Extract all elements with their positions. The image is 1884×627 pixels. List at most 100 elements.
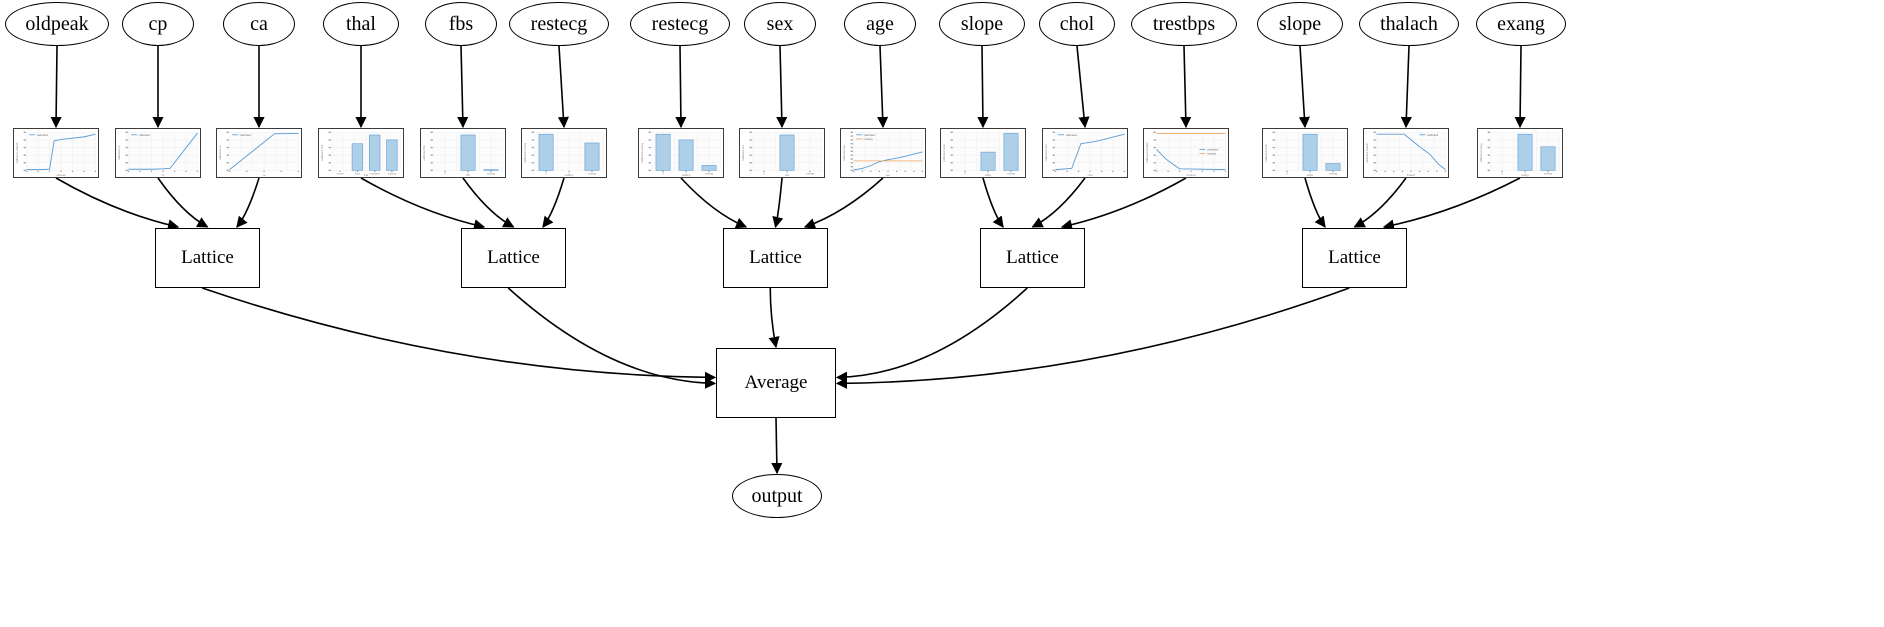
- svg-text:missing: missing: [1329, 174, 1338, 176]
- feature-node-cp-1[interactable]: cp: [122, 2, 194, 46]
- svg-text:slope: slope: [985, 173, 992, 177]
- feature-node-slope-12[interactable]: slope: [1257, 2, 1343, 46]
- feature-node-fbs-4[interactable]: fbs: [425, 2, 497, 46]
- svg-text:ca: ca: [263, 174, 266, 177]
- svg-text:fixed: fixed: [355, 174, 361, 176]
- svg-text:calibrated: calibrated: [1427, 133, 1439, 137]
- feature-node-thalach-13[interactable]: thalach: [1359, 2, 1459, 46]
- svg-text:0: 0: [1501, 174, 1503, 176]
- svg-text:thal: thal: [364, 173, 369, 177]
- svg-text:missing: missing: [1544, 174, 1553, 176]
- feature-node-oldpeak-0[interactable]: oldpeak: [5, 2, 109, 46]
- svg-text:calibrated ca: calibrated ca: [218, 145, 222, 160]
- svg-text:calibrated sex: calibrated sex: [741, 144, 745, 160]
- svg-text:0: 0: [763, 174, 765, 176]
- svg-text:calibrated: calibrated: [37, 133, 49, 137]
- node-label: ca: [250, 12, 268, 35]
- svg-text:1: 1: [568, 174, 570, 176]
- svg-text:1: 1: [987, 174, 989, 176]
- node-label: sex: [766, 12, 794, 35]
- svg-text:0: 0: [444, 174, 446, 176]
- feature-node-sex-7[interactable]: sex: [744, 2, 816, 46]
- node-label: output: [751, 484, 803, 507]
- feature-node-age-8[interactable]: age: [844, 2, 916, 46]
- svg-text:calibrated slope: calibrated slope: [942, 143, 946, 161]
- calibration-plot-chol[interactable]: calibrated chol chol calibrated: [1042, 128, 1128, 178]
- svg-text:calibrated chol: calibrated chol: [1044, 144, 1048, 161]
- node-label: trestbps: [1152, 12, 1216, 35]
- node-label: restecg: [651, 12, 709, 35]
- node-label: Lattice: [181, 247, 234, 268]
- svg-text:restecg: restecg: [565, 173, 574, 177]
- node-label: slope: [1278, 12, 1322, 35]
- node-label: exang: [1497, 12, 1545, 35]
- average-node[interactable]: Average: [716, 348, 836, 418]
- svg-text:missing: missing: [487, 174, 496, 176]
- svg-text:calibrated age: calibrated age: [842, 144, 846, 161]
- lattice-node-3[interactable]: Lattice: [980, 228, 1085, 288]
- svg-text:missing: missing: [1007, 174, 1016, 176]
- feature-node-thal-3[interactable]: thal: [323, 2, 399, 46]
- node-label: cp: [148, 12, 168, 35]
- svg-text:age: age: [886, 174, 891, 177]
- svg-text:calibrated cp: calibrated cp: [117, 145, 121, 160]
- svg-text:0: 0: [964, 174, 966, 176]
- svg-text:calibrated fbs: calibrated fbs: [422, 145, 426, 161]
- svg-text:missing: missing: [705, 174, 714, 176]
- svg-text:calibrated thalach: calibrated thalach: [1365, 142, 1369, 163]
- feature-node-trestbps-11[interactable]: trestbps: [1131, 2, 1237, 46]
- node-label: chol: [1059, 12, 1095, 35]
- svg-text:fbs: fbs: [466, 173, 470, 177]
- feature-node-restecg-6[interactable]: restecg: [630, 2, 730, 46]
- feature-node-ca-2[interactable]: ca: [223, 2, 295, 46]
- node-label: restecg: [530, 12, 588, 35]
- svg-text:0: 0: [545, 174, 547, 176]
- feature-node-chol-10[interactable]: chol: [1039, 2, 1115, 46]
- node-label: fbs: [448, 12, 474, 35]
- feature-node-slope-9[interactable]: slope: [939, 2, 1025, 46]
- lattice-node-0[interactable]: Lattice: [155, 228, 260, 288]
- svg-text:chol: chol: [1088, 173, 1093, 177]
- svg-text:1: 1: [786, 174, 788, 176]
- svg-text:calibrated: calibrated: [240, 133, 252, 137]
- calibration-plot-oldpeak[interactable]: calibrated oldpeak oldpeak calibrated: [13, 128, 99, 178]
- calibration-plot-thalach[interactable]: calibrated thalach thalach calibrated: [1363, 128, 1449, 178]
- lattice-node-1[interactable]: Lattice: [461, 228, 566, 288]
- node-label: Lattice: [1006, 247, 1059, 268]
- node-label: thalach: [1380, 12, 1438, 35]
- svg-text:missing: missing: [1207, 152, 1216, 156]
- lattice-node-2[interactable]: Lattice: [723, 228, 828, 288]
- svg-text:1: 1: [685, 174, 687, 176]
- feature-node-restecg-5[interactable]: restecg: [509, 2, 609, 46]
- node-label: oldpeak: [25, 12, 89, 35]
- svg-text:slope: slope: [1307, 173, 1314, 177]
- svg-text:calibrated: calibrated: [1066, 133, 1078, 137]
- svg-text:exang: exang: [1521, 174, 1529, 177]
- svg-text:restecg: restecg: [682, 173, 691, 177]
- svg-text:oldpeak: oldpeak: [56, 173, 66, 177]
- feature-node-exang-14[interactable]: exang: [1476, 2, 1566, 46]
- svg-text:0: 0: [662, 174, 664, 176]
- svg-text:missing: missing: [806, 174, 815, 176]
- lattice-node-4[interactable]: Lattice: [1302, 228, 1407, 288]
- calibration-plot-ca[interactable]: calibrated ca ca calibrated: [216, 128, 302, 178]
- svg-text:reversible: reversible: [370, 173, 381, 176]
- svg-text:calibrated oldpeak: calibrated oldpeak: [15, 142, 19, 163]
- calibration-plot-slope[interactable]: calibrated slope slope 0 1 missing: [940, 128, 1026, 178]
- svg-text:calibrated: calibrated: [1207, 148, 1219, 152]
- svg-text:thalach: thalach: [1407, 173, 1416, 177]
- output-node-output[interactable]: output: [732, 474, 822, 518]
- svg-text:calibrated slope: calibrated slope: [1264, 143, 1268, 161]
- svg-text:calibrated: calibrated: [864, 133, 876, 137]
- svg-text:missing: missing: [388, 174, 397, 176]
